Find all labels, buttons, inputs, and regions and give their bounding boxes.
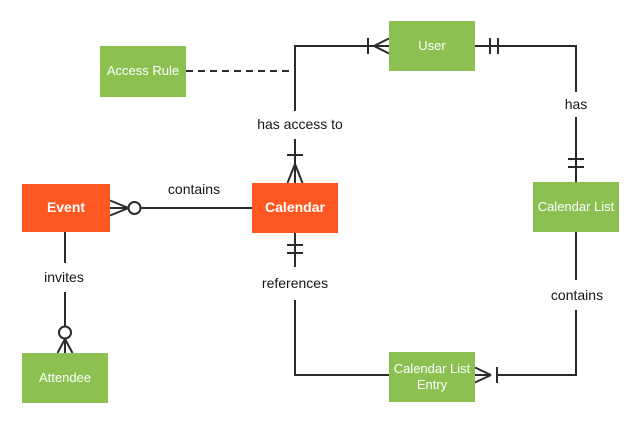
relationship-label-has-access-to: has access to (254, 116, 346, 132)
entity-calendar: Calendar (252, 183, 338, 233)
relationship-label-contains-event: contains (164, 181, 224, 197)
relationship-label-contains-list: contains (547, 287, 607, 303)
connector-has (475, 38, 584, 182)
connector-references (287, 233, 389, 376)
connector-contains-event-calendar (109, 199, 252, 217)
cardinality-one-and-only-one-icon (489, 38, 499, 54)
entity-event: Event (22, 184, 110, 232)
entity-user: User (389, 21, 475, 71)
entity-user-label: User (418, 37, 446, 53)
entity-calendar-list-entry: Calendar List Entry (389, 352, 475, 402)
cardinality-zero-icon (127, 201, 142, 215)
entity-calendar-list: Calendar List (533, 182, 619, 232)
cardinality-one-and-only-one-icon (287, 244, 303, 254)
crow-foot-many-icon (373, 37, 390, 55)
connector-has-access-to (286, 37, 390, 184)
crow-foot-many-icon (474, 366, 492, 384)
crow-foot-many-icon (56, 338, 74, 354)
cardinality-zero-icon (58, 325, 72, 340)
relationship-label-references: references (258, 275, 332, 291)
entity-event-label: Event (46, 199, 86, 216)
entity-calendar-list-label: Calendar List (537, 198, 615, 214)
relationship-label-has: has (561, 96, 591, 112)
entity-access-rule: Access Rule (100, 46, 186, 97)
crow-foot-many-icon (286, 163, 304, 184)
relationship-label-invites: invites (41, 269, 87, 285)
cardinality-one-and-only-one-icon (568, 158, 584, 168)
entity-calendar-list-entry-label: Calendar List Entry (393, 360, 471, 392)
connector-contains-list-entry (474, 232, 577, 384)
entity-attendee: Attendee (22, 353, 108, 403)
connector-invites (56, 232, 74, 354)
crow-foot-many-icon (109, 199, 129, 217)
entity-attendee-label: Attendee (38, 369, 92, 385)
entity-calendar-label: Calendar (265, 199, 325, 216)
entity-access-rule-label: Access Rule (106, 63, 180, 79)
